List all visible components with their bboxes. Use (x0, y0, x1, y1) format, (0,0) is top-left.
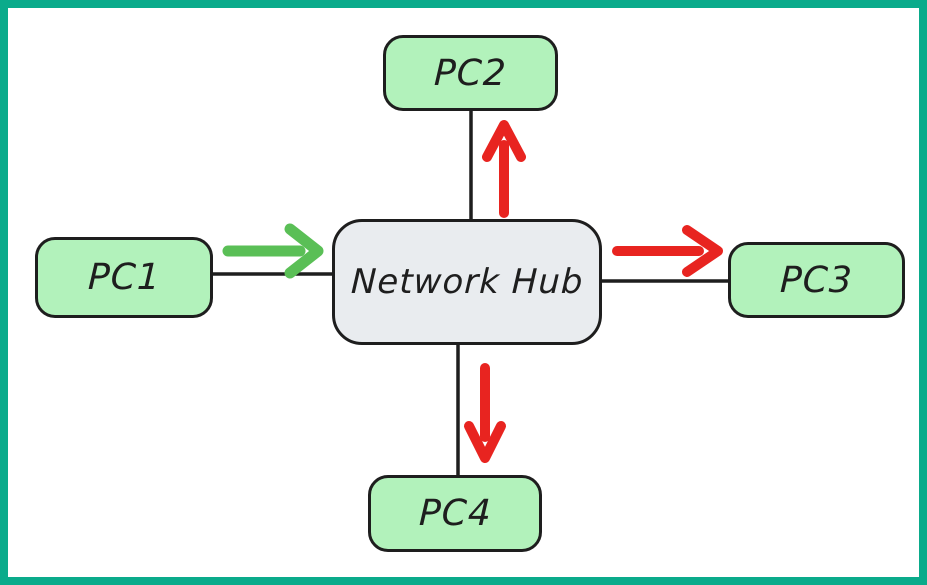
arrow-hub-to-pc2 (482, 120, 526, 218)
node-pc1-label: PC1 (86, 257, 162, 298)
node-pc2-label: PC2 (433, 52, 508, 94)
node-pc4-label: PC4 (417, 493, 493, 534)
node-network-hub: Network Hub (332, 219, 602, 345)
edge-lines (211, 108, 732, 479)
arrow-hub-to-pc4 (464, 363, 506, 463)
node-pc4: PC4 (368, 475, 542, 552)
arrow-hub-to-pc3 (612, 225, 723, 277)
arrow-pc1-to-hub (222, 223, 324, 279)
node-pc2: PC2 (383, 35, 558, 111)
node-pc3: PC3 (728, 242, 905, 318)
node-pc3-label: PC3 (779, 259, 854, 301)
node-pc1: PC1 (35, 237, 213, 318)
node-network-hub-label: Network Hub (350, 262, 584, 302)
